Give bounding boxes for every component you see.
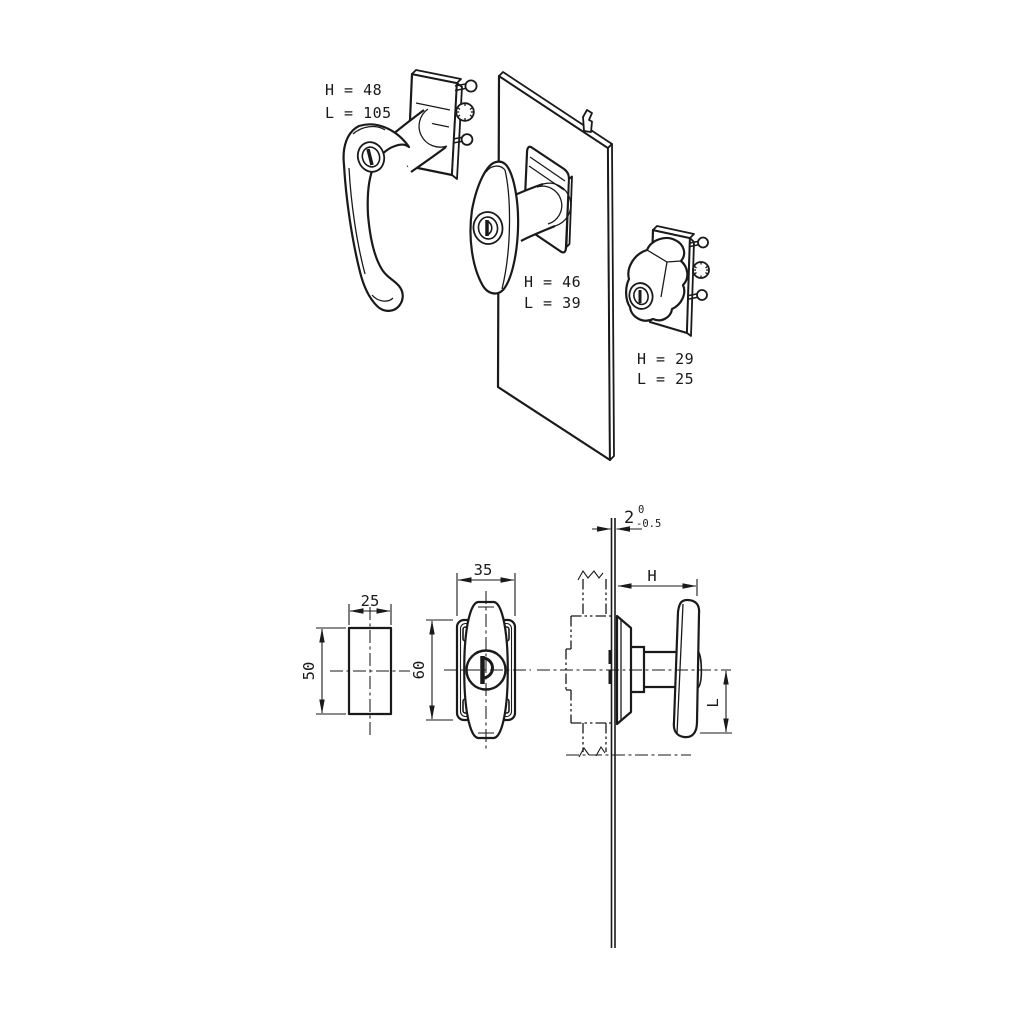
label-l-handle-h: H = 48 (325, 81, 382, 99)
screw-head (460, 133, 474, 146)
panel-latch-tab (582, 109, 593, 133)
panel-right-edge (607, 143, 615, 461)
mounting-panel-3d (496, 71, 615, 462)
panel-section (610, 518, 616, 948)
front-view: 35 60 (410, 561, 531, 750)
dim-thickness-tol-upper: 0 (638, 504, 644, 516)
label-t-handle-h: H = 46 (524, 273, 581, 291)
dim-l-label: L (704, 698, 722, 707)
l-handle-3d (342, 69, 478, 312)
side-neck-step (631, 645, 646, 694)
isometric-views: H = 48 L = 105 H = 46 L = 39 H = 29 L = … (325, 69, 710, 462)
dim-cutout-height-label: 50 (300, 662, 318, 681)
side-grip (672, 598, 701, 739)
side-shaft (644, 650, 677, 689)
break-mark-top (577, 569, 604, 581)
cutout-view: 25 50 (300, 592, 410, 735)
dim-plate-width-label: 35 (474, 561, 493, 579)
cutout-centerlines (330, 607, 410, 735)
label-l-handle-l: L = 105 (325, 104, 392, 122)
label-wing-knob-h: H = 29 (637, 350, 694, 368)
l-handle-lock-cylinder (356, 141, 386, 173)
screw-head (464, 79, 478, 93)
dim-plate-height-label: 60 (410, 661, 428, 680)
label-t-handle-l: L = 39 (524, 294, 581, 312)
t-handle-lock-cylinder (472, 211, 504, 245)
l-handle-screws (452, 79, 478, 146)
orthographic-views: 25 50 35 60 (300, 504, 732, 948)
phantom-mechanism (565, 579, 611, 752)
wing-knob-lock-cylinder (628, 282, 654, 310)
screw-head (697, 236, 709, 249)
side-view: 2 0 -0.5 H L (537, 504, 732, 948)
dim-cutout-width-label: 25 (361, 592, 380, 610)
wing-knob-3d (625, 225, 710, 337)
dim-thickness-tol-lower: -0.5 (636, 518, 661, 530)
break-mark-bottom (578, 745, 606, 758)
dim-h-label: H (647, 567, 656, 585)
wing-knob-screws (688, 236, 710, 301)
dim-panel-thickness-label: 2 (624, 508, 634, 528)
l-handle-plate-top (411, 69, 462, 84)
wing-knob-plate-top (652, 225, 695, 239)
label-wing-knob-l: L = 25 (637, 370, 694, 388)
wing-knob-plate-side (686, 237, 695, 337)
t-handle-3d (469, 145, 573, 295)
screw-head (696, 289, 708, 301)
l-handle-grip (342, 123, 411, 312)
front-centerlines (444, 591, 531, 750)
